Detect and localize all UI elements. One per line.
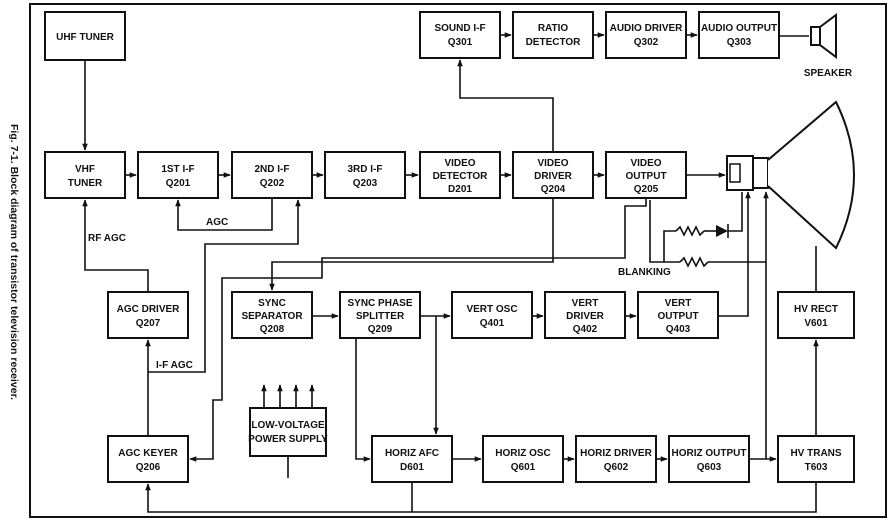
svg-text:D201: D201 [448, 184, 472, 195]
svg-text:Q201: Q201 [166, 178, 191, 189]
figure-caption: Fig. 7-1. Block diagram of transistor te… [8, 124, 20, 400]
svg-text:VERT OSC: VERT OSC [466, 304, 517, 315]
svg-text:Q601: Q601 [511, 462, 536, 473]
svg-text:Q303: Q303 [727, 37, 752, 48]
svg-text:AUDIO OUTPUT: AUDIO OUTPUT [701, 23, 777, 34]
sound-if-block: SOUND I-F Q301 [419, 11, 501, 59]
audio-driver-block: AUDIO DRIVER Q302 [605, 11, 687, 59]
svg-text:SOUND I-F: SOUND I-F [434, 23, 485, 34]
svg-text:VERT: VERT [572, 298, 599, 309]
ratio-detector-block: RATIO DETECTOR [512, 11, 594, 59]
horiz-output-block: HORIZ OUTPUT Q603 [668, 435, 750, 483]
vert-osc-block: VERT OSC Q401 [451, 291, 533, 339]
svg-text:AGC DRIVER: AGC DRIVER [117, 304, 181, 315]
svg-text:UHF TUNER: UHF TUNER [56, 32, 115, 43]
agc-keyer-block: AGC KEYER Q206 [107, 435, 189, 483]
svg-text:V601: V601 [804, 318, 828, 329]
svg-text:Q603: Q603 [697, 462, 722, 473]
if-agc-label: I-F AGC [156, 360, 193, 371]
vert-output-block: VERT OUTPUT Q403 [637, 291, 719, 339]
svg-text:RATIO: RATIO [538, 23, 569, 34]
svg-text:HV TRANS: HV TRANS [790, 448, 841, 459]
svg-text:VIDEO: VIDEO [444, 158, 475, 169]
svg-text:Q209: Q209 [368, 324, 393, 335]
audio-output-block: AUDIO OUTPUT Q303 [698, 11, 780, 59]
video-driver-block: VIDEO DRIVER Q204 [512, 151, 594, 199]
svg-text:D601: D601 [400, 462, 424, 473]
first-if-block: 1ST I-F Q201 [137, 151, 219, 199]
horiz-osc-block: HORIZ OSC Q601 [482, 435, 564, 483]
agc-label: AGC [206, 217, 228, 228]
svg-text:3RD I-F: 3RD I-F [348, 164, 383, 175]
svg-text:SYNC: SYNC [258, 298, 286, 309]
svg-text:VERT: VERT [665, 298, 692, 309]
rf-agc-label: RF AGC [88, 233, 126, 244]
svg-text:HORIZ DRIVER: HORIZ DRIVER [580, 448, 652, 459]
svg-text:Q403: Q403 [666, 324, 691, 335]
svg-text:HV RECT: HV RECT [794, 304, 838, 315]
diagram-frame [29, 3, 887, 518]
third-if-block: 3RD I-F Q203 [324, 151, 406, 199]
svg-text:SEPARATOR: SEPARATOR [241, 311, 303, 322]
horiz-afc-block: HORIZ AFC D601 [371, 435, 453, 483]
svg-text:AUDIO DRIVER: AUDIO DRIVER [610, 23, 684, 34]
sync-separator-block: SYNC SEPARATOR Q208 [231, 291, 313, 339]
video-detector-block: VIDEO DETECTOR D201 [419, 151, 501, 199]
vert-driver-block: VERT DRIVER Q402 [544, 291, 626, 339]
svg-text:T603: T603 [805, 462, 828, 473]
uhf-tuner-block: UHF TUNER [44, 11, 126, 61]
svg-text:HORIZ OUTPUT: HORIZ OUTPUT [672, 448, 747, 459]
svg-text:VIDEO: VIDEO [630, 158, 661, 169]
svg-text:Q205: Q205 [634, 184, 659, 195]
svg-text:Q204: Q204 [541, 184, 566, 195]
svg-text:Q208: Q208 [260, 324, 285, 335]
svg-text:Q207: Q207 [136, 318, 161, 329]
vhf-tuner-block: VHF TUNER [44, 151, 126, 199]
svg-text:Q202: Q202 [260, 178, 285, 189]
svg-text:DRIVER: DRIVER [566, 311, 605, 322]
video-output-block: VIDEO OUTPUT Q205 [605, 151, 687, 199]
svg-text:DRIVER: DRIVER [534, 171, 573, 182]
signal-wires [82, 32, 819, 513]
svg-text:HORIZ AFC: HORIZ AFC [385, 448, 439, 459]
svg-text:Q302: Q302 [634, 37, 659, 48]
svg-text:2ND I-F: 2ND I-F [255, 164, 290, 175]
svg-text:LOW-VOLTAGE: LOW-VOLTAGE [251, 420, 325, 431]
svg-text:VIDEO: VIDEO [537, 158, 568, 169]
blanking-label: BLANKING [618, 267, 671, 278]
svg-text:HORIZ OSC: HORIZ OSC [495, 448, 551, 459]
svg-text:OUTPUT: OUTPUT [625, 171, 666, 182]
hv-rect-block: HV RECT V601 [777, 291, 855, 339]
second-if-block: 2ND I-F Q202 [231, 151, 313, 199]
hv-trans-block: HV TRANS T603 [777, 435, 855, 483]
speaker-label: SPEAKER [804, 68, 853, 79]
svg-text:SPLITTER: SPLITTER [356, 311, 405, 322]
picture-tube-icon [726, 100, 855, 250]
agc-driver-block: AGC DRIVER Q207 [107, 291, 189, 339]
horiz-driver-block: HORIZ DRIVER Q602 [575, 435, 657, 483]
svg-text:DETECTOR: DETECTOR [526, 37, 582, 48]
svg-text:1ST I-F: 1ST I-F [161, 164, 194, 175]
low-voltage-power-supply-block: LOW-VOLTAGE POWER SUPPLY [248, 407, 328, 457]
svg-text:Q402: Q402 [573, 324, 598, 335]
speaker-icon [810, 13, 837, 59]
svg-text:DETECTOR: DETECTOR [433, 171, 489, 182]
svg-text:TUNER: TUNER [68, 178, 103, 189]
svg-text:SYNC PHASE: SYNC PHASE [347, 298, 412, 309]
svg-text:Q602: Q602 [604, 462, 629, 473]
svg-text:Q401: Q401 [480, 318, 505, 329]
svg-text:Q206: Q206 [136, 462, 161, 473]
svg-text:AGC KEYER: AGC KEYER [118, 448, 178, 459]
svg-text:VHF: VHF [75, 164, 95, 175]
svg-text:POWER SUPPLY: POWER SUPPLY [248, 434, 328, 445]
svg-text:Q301: Q301 [448, 37, 473, 48]
sync-phase-splitter-block: SYNC PHASE SPLITTER Q209 [339, 291, 421, 339]
svg-text:OUTPUT: OUTPUT [657, 311, 698, 322]
svg-text:Q203: Q203 [353, 178, 378, 189]
